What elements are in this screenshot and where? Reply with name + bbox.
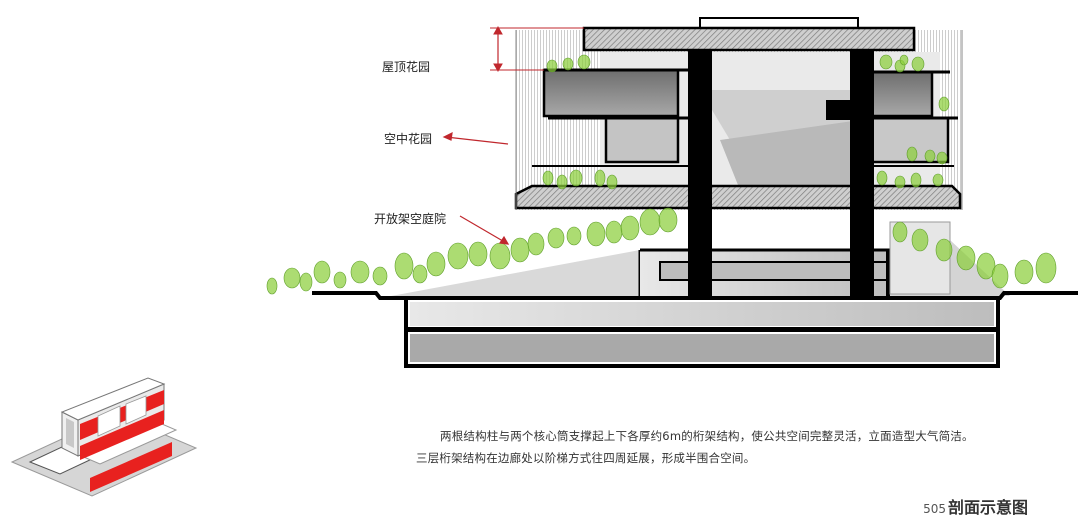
tree — [1014, 259, 1034, 285]
tree — [566, 226, 582, 246]
tree — [892, 221, 908, 243]
tree — [350, 260, 370, 284]
tree — [569, 169, 583, 187]
dimension-marker — [490, 25, 584, 73]
core-left — [688, 50, 712, 300]
tree — [556, 174, 568, 190]
tree — [594, 169, 606, 187]
tree — [639, 208, 661, 236]
tree — [932, 173, 944, 187]
tree — [605, 220, 623, 244]
tree — [620, 215, 640, 241]
tree — [606, 174, 618, 190]
tree — [894, 175, 906, 189]
tree — [991, 263, 1009, 289]
tree — [936, 151, 948, 165]
tree — [938, 96, 950, 112]
tree — [283, 267, 301, 289]
tree — [468, 241, 488, 267]
annotation-arrows — [442, 131, 510, 245]
tree — [906, 146, 918, 162]
tree — [924, 149, 936, 163]
tree — [562, 57, 574, 71]
tree — [313, 260, 331, 284]
caption-title: 剖面示意图 — [947, 498, 1028, 517]
tree — [935, 238, 953, 262]
label-open-courtyard: 开放架空庭院 — [374, 212, 447, 226]
tree — [976, 252, 996, 280]
tree — [658, 207, 678, 233]
core-right — [850, 50, 874, 300]
tree — [426, 251, 446, 277]
tree — [879, 54, 893, 70]
description-line-2: 三层桁架结构在边廊处以阶梯方式往四周延展，形成半围合空间。 — [416, 451, 756, 465]
caption-number: 505 — [923, 502, 946, 516]
tree — [333, 271, 347, 289]
tree — [899, 54, 909, 66]
tree — [876, 170, 888, 186]
label-sky-garden: 空中花园 — [384, 132, 433, 146]
tree — [510, 237, 530, 263]
tree — [489, 242, 511, 270]
tree — [910, 172, 922, 188]
description-line-1: 两根结构柱与两个核心筒支撑起上下各厚约6m的桁架结构，使公共空间完整灵活，立面造… — [440, 429, 974, 443]
tree — [542, 170, 554, 186]
tree — [1035, 252, 1057, 284]
trees — [266, 54, 1057, 295]
tree — [447, 242, 469, 270]
tree — [412, 264, 428, 284]
tree — [547, 227, 565, 249]
label-roof-garden: 屋顶花园 — [382, 60, 431, 74]
tree — [911, 56, 925, 72]
tree — [266, 277, 278, 295]
tree — [586, 221, 606, 247]
axonometric-model — [10, 377, 198, 497]
tree — [911, 228, 929, 252]
tree — [299, 272, 313, 292]
tree — [527, 232, 545, 256]
tree — [546, 59, 558, 73]
basement — [404, 296, 1000, 368]
tree — [394, 252, 414, 280]
tree — [577, 54, 591, 70]
tree — [372, 266, 388, 286]
tree — [956, 245, 976, 271]
